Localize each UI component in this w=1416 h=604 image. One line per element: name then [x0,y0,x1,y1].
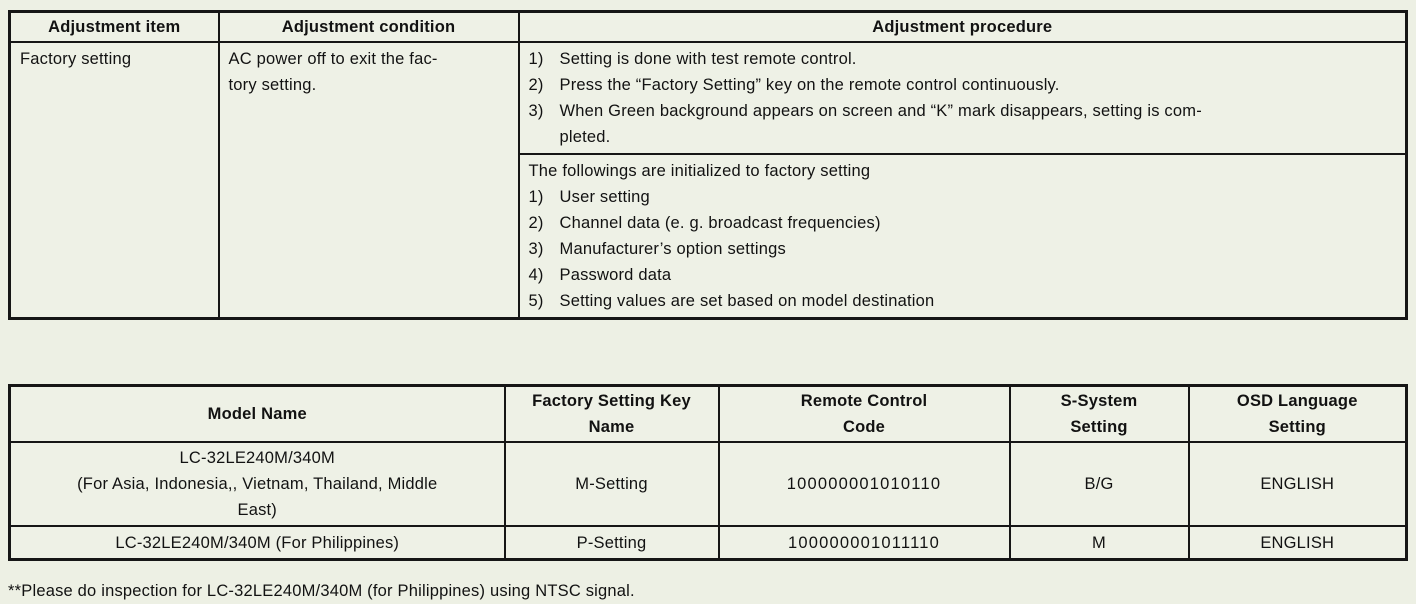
column-header-model-name: Model Name [8,384,506,443]
cell-osd-language-setting: ENGLISH [1187,441,1408,527]
initialized-item: 3) Manufacturer’s option settings [529,236,1397,262]
cell-remote-control-code: 100000001010110 [717,441,1011,527]
inspection-footnote: **Please do inspection for LC-32LE240M/3… [8,582,635,600]
initialized-item-number: 4) [528,266,544,284]
cell-model-name: LC-32LE240M/340M (For Philippines) [8,525,506,561]
initialized-item-number: 5) [528,292,544,310]
initialized-item-number: 2) [528,214,544,232]
column-header-adjustment-condition: Adjustment condition [217,10,520,43]
initialized-intro: The followings are initialized to factor… [528,162,871,180]
cell-adjustment-item: Factory setting [8,41,220,320]
cell-factory-setting-key: M-Setting [503,441,720,527]
initialized-item-text: Password data [559,266,672,284]
initialized-item: 5) Setting values are set based on model… [529,288,1397,314]
cell-model-name: LC-32LE240M/340M (For Asia, Indonesia,, … [8,441,506,527]
procedure-step-number: 3) [528,102,544,120]
cell-remote-control-code: 100000001011110 [717,525,1011,561]
column-header-adjustment-procedure: Adjustment procedure [517,10,1408,43]
column-header-s-system-setting: S-System Setting [1008,384,1190,443]
initialized-item: 2) Channel data (e. g. broadcast frequen… [529,210,1397,236]
cell-s-system-setting: M [1008,525,1190,561]
procedure-step-number: 2) [528,76,544,94]
procedure-step-text: Press the “Factory Setting” key on the r… [559,76,1060,94]
initialized-item-text: Manufacturer’s option settings [559,240,786,258]
initialized-item-number: 1) [528,188,544,206]
procedure-step-text: When Green background appears on screen … [559,102,1202,146]
cell-adjustment-condition: AC power off to exit the fac- tory setti… [217,41,520,320]
procedure-step: 1) Setting is done with test remote cont… [529,46,1397,72]
cell-osd-language-setting: ENGLISH [1187,525,1408,561]
cell-s-system-setting: B/G [1008,441,1190,527]
initialized-item-text: Setting values are set based on model de… [559,292,935,310]
adjustment-table-row-initialized: The followings are initialized to factor… [10,153,1408,320]
procedure-step-text: Setting is done with test remote control… [559,50,857,68]
initialized-item-text: User setting [559,188,650,206]
model-table-row-philippines: LC-32LE240M/340M (For Philippines) P-Set… [8,525,1408,561]
procedure-step: 3) When Green background appears on scre… [529,98,1397,150]
adjustment-condition-text: AC power off to exit the fac- tory setti… [228,50,438,94]
column-header-osd-language-setting: OSD Language Setting [1187,384,1408,443]
column-header-factory-setting-key: Factory Setting Key Name [503,384,720,443]
initialized-item-text: Channel data (e. g. broadcast frequencie… [559,214,881,232]
cell-procedure-steps: 1) Setting is done with test remote cont… [517,41,1408,155]
procedure-step: 2) Press the “Factory Setting” key on th… [529,72,1397,98]
column-header-adjustment-item: Adjustment item [8,10,220,43]
adjustment-item-text: Factory setting [20,50,132,68]
column-header-remote-control-code: Remote Control Code [717,384,1011,443]
initialized-item: 1) User setting [529,184,1397,210]
model-table-header-row: Model Name Factory Setting Key Name Remo… [8,384,1408,443]
adjustment-table: Adjustment item Adjustment condition Adj… [8,10,1408,320]
initialized-item: 4) Password data [529,262,1397,288]
initialized-item-number: 3) [528,240,544,258]
cell-factory-setting-key: P-Setting [503,525,720,561]
cell-initialized-items: The followings are initialized to factor… [517,153,1408,320]
adjustment-table-header-row: Adjustment item Adjustment condition Adj… [8,10,1408,43]
model-settings-table: Model Name Factory Setting Key Name Remo… [8,384,1408,561]
adjustment-table-row-factory-setting: Factory setting AC power off to exit the… [8,41,1408,320]
model-table-row-asia: LC-32LE240M/340M (For Asia, Indonesia,, … [8,441,1408,527]
procedure-step-number: 1) [528,50,544,68]
